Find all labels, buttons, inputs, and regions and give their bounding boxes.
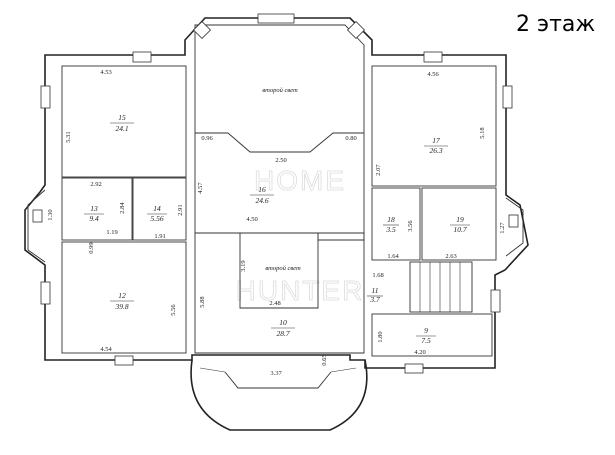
room-15: 15 24.1 bbox=[110, 113, 134, 133]
dim: 4.57 bbox=[197, 182, 204, 194]
svg-text:5.56: 5.56 bbox=[150, 214, 163, 223]
dim: 0.96 bbox=[201, 135, 213, 142]
dim: 1.27 bbox=[499, 222, 506, 234]
svg-text:26.3: 26.3 bbox=[429, 146, 442, 155]
svg-text:14: 14 bbox=[153, 204, 161, 213]
svg-text:28.7: 28.7 bbox=[276, 329, 289, 338]
svg-text:3.5: 3.5 bbox=[385, 225, 396, 234]
windows bbox=[32, 13, 519, 374]
second-light-note-top: второй свет bbox=[262, 87, 298, 94]
dim: 3.19 bbox=[240, 260, 247, 271]
room-9: 9 7.5 bbox=[416, 326, 436, 345]
svg-text:17: 17 bbox=[432, 136, 440, 145]
watermark: HOME HUNTER bbox=[235, 165, 365, 307]
dim: 1.80 bbox=[377, 331, 384, 342]
dim: 1.91 bbox=[154, 233, 165, 240]
bay-window bbox=[190, 359, 368, 431]
dim: 5.31 bbox=[65, 131, 72, 142]
svg-text:16: 16 bbox=[258, 185, 266, 194]
svg-text:15: 15 bbox=[118, 113, 126, 122]
room-17: 17 26.3 bbox=[424, 136, 448, 155]
dim: 1.30 bbox=[47, 209, 54, 220]
svg-text:24.6: 24.6 bbox=[255, 196, 268, 205]
dim: 2.63 bbox=[445, 253, 456, 260]
svg-text:7.5: 7.5 bbox=[421, 336, 431, 345]
room-14: 14 5.56 bbox=[147, 204, 167, 223]
dim: 4.50 bbox=[246, 216, 257, 223]
room-10: 10 28.7 bbox=[271, 318, 295, 338]
room-18: 18 3.5 bbox=[383, 215, 399, 234]
dim: 2.07 bbox=[375, 164, 382, 176]
dim: 2.92 bbox=[90, 181, 101, 188]
dim: 5.56 bbox=[170, 304, 177, 316]
dim: 2.48 bbox=[269, 300, 280, 307]
svg-text:12: 12 bbox=[118, 291, 126, 300]
second-light-note-mid: второй свет bbox=[265, 265, 301, 272]
dim: 1.64 bbox=[387, 253, 399, 260]
dim: 3.56 bbox=[407, 220, 414, 232]
svg-text:11: 11 bbox=[372, 286, 379, 295]
dim: 4.53 bbox=[100, 69, 111, 76]
svg-text:10.7: 10.7 bbox=[453, 225, 466, 234]
svg-text:3.7: 3.7 bbox=[369, 295, 380, 304]
room-19: 19 10.7 bbox=[450, 215, 470, 234]
svg-text:19: 19 bbox=[456, 215, 464, 224]
dimensions: 4.53 5.31 2.92 2.84 1.19 1.91 1.30 0.99 … bbox=[47, 69, 506, 377]
svg-text:9: 9 bbox=[424, 326, 428, 335]
dim: 4.56 bbox=[427, 71, 439, 78]
svg-text:10: 10 bbox=[279, 318, 287, 327]
svg-text:9.4: 9.4 bbox=[89, 214, 99, 223]
watermark-line2: HUNTER bbox=[236, 275, 365, 306]
svg-text:13: 13 bbox=[90, 204, 98, 213]
staircase bbox=[409, 261, 473, 313]
dim: 0.80 bbox=[345, 135, 356, 142]
dim: 1.19 bbox=[106, 229, 117, 236]
dim: 3.37 bbox=[270, 370, 282, 377]
watermark-line1: HOME bbox=[254, 165, 346, 196]
dim: 4.54 bbox=[100, 346, 112, 353]
dim: 2.84 bbox=[119, 202, 126, 214]
dim: 2.50 bbox=[275, 157, 286, 164]
outer-walls bbox=[24, 17, 529, 431]
dim: 5.18 bbox=[479, 127, 486, 138]
dim: 5.88 bbox=[199, 296, 206, 307]
room-labels: 15 24.1 16 24.6 17 26.3 13 9.4 14 5.56 1… bbox=[84, 87, 470, 345]
room-16: 16 24.6 bbox=[250, 185, 274, 205]
dim: 1.68 bbox=[372, 272, 383, 279]
dim: 4.20 bbox=[414, 349, 425, 356]
dim: 0.65 bbox=[321, 354, 328, 365]
svg-text:24.1: 24.1 bbox=[115, 124, 128, 133]
floor-title: 2 этаж bbox=[516, 12, 596, 37]
room-11: 11 3.7 bbox=[367, 286, 383, 304]
svg-text:18: 18 bbox=[387, 215, 395, 224]
dim: 0.99 bbox=[88, 242, 95, 253]
room-12: 12 39.8 bbox=[110, 291, 134, 311]
dim: 2.91 bbox=[177, 204, 184, 215]
room-13: 13 9.4 bbox=[84, 204, 104, 223]
svg-text:39.8: 39.8 bbox=[114, 302, 128, 311]
